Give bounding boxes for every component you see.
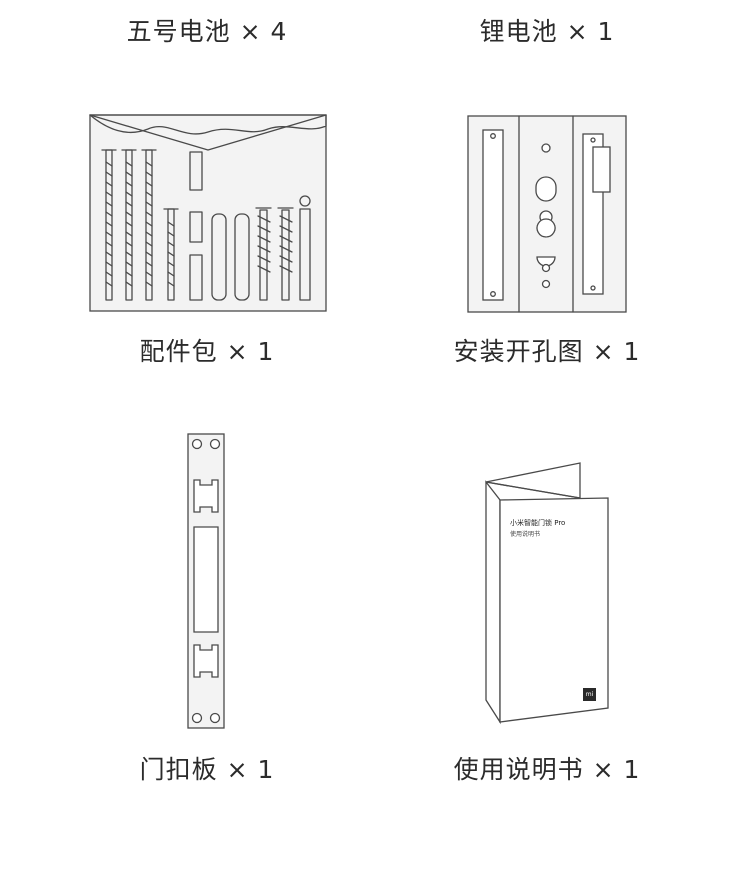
drilling-template-illustration: [467, 115, 627, 313]
accessory-bag-illustration: [89, 114, 327, 312]
manual-title: 小米智能门锁 Pro: [510, 519, 566, 527]
accessory-bag-label: 配件包 × 1: [139, 337, 275, 366]
aa-battery-label: 五号电池 × 4: [126, 17, 288, 46]
mi-logo: mi: [583, 688, 596, 701]
strike-plate-illustration: [187, 433, 225, 729]
strike-plate-label: 门扣板 × 1: [139, 755, 275, 784]
manual-illustration: [485, 462, 609, 725]
drilling-template-label: 安装开孔图 × 1: [453, 337, 641, 366]
mi-logo-text: mi: [585, 691, 594, 698]
lithium-battery-label: 锂电池 × 1: [479, 17, 615, 46]
manual-subtitle: 使用说明书: [510, 531, 541, 538]
manual-label: 使用说明书 × 1: [453, 755, 641, 784]
